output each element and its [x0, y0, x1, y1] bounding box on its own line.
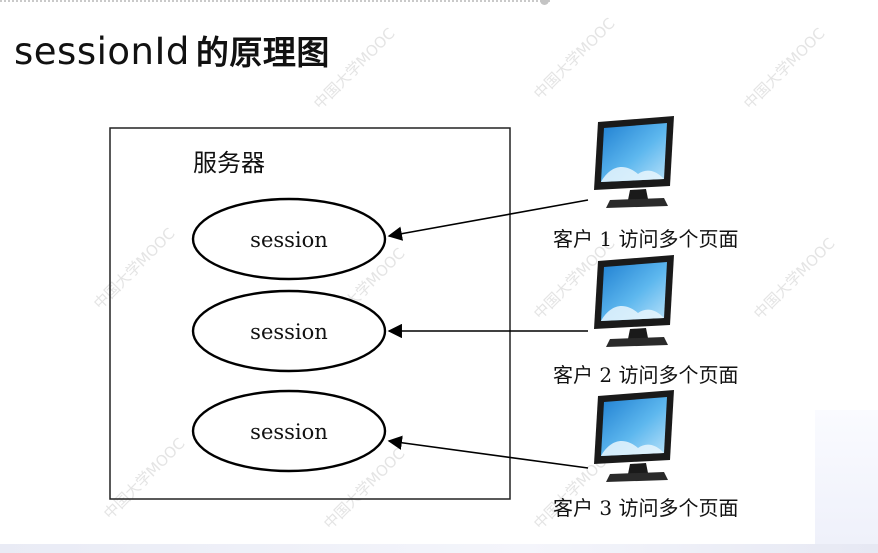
session-ellipse: [191, 389, 387, 473]
session-label: session: [250, 228, 328, 252]
session-node-2: session: [191, 289, 387, 373]
session-label: session: [250, 320, 328, 344]
slide-title-cjk: 的原理图: [195, 33, 330, 72]
session-node-1: session: [191, 197, 387, 281]
monitor-icon: [594, 255, 674, 347]
watermark-text: 中国大学MOOC: [530, 14, 618, 102]
client-label-3: 客户 3 访问多个页面: [553, 496, 738, 520]
server-label: 服务器: [193, 149, 265, 177]
top-divider: [0, 0, 550, 2]
decorative-strip: [815, 410, 878, 553]
monitor-icon: [594, 116, 674, 208]
client-label-2: 客户 2 访问多个页面: [553, 363, 738, 387]
session-ellipse: [191, 197, 387, 281]
arrow-client1-to-session1: [387, 199, 589, 241]
session-label: session: [250, 420, 328, 444]
monitor-icon: [594, 390, 674, 482]
session-node-3: session: [191, 389, 387, 473]
watermark: 中国大学MOOC 中国大学MOOC 中国大学MOOC 中国大学MOOC 中国大学…: [90, 14, 838, 532]
bottom-band: [0, 544, 878, 553]
client-label-1: 客户 1 访问多个页面: [553, 227, 738, 251]
watermark-text: 中国大学MOOC: [740, 24, 828, 112]
watermark-text: 中国大学MOOC: [100, 434, 188, 522]
watermark-text: 中国大学MOOC: [750, 234, 838, 322]
watermark-text: 中国大学MOOC: [310, 24, 398, 112]
session-ellipse: [191, 289, 387, 373]
watermark-text: 中国大学MOOC: [90, 224, 178, 312]
server-box: [109, 127, 511, 500]
arrow-client3-to-session3: [387, 435, 589, 469]
slide-title-prefix: sessionId: [14, 30, 190, 73]
divider-dot: [540, 0, 549, 5]
